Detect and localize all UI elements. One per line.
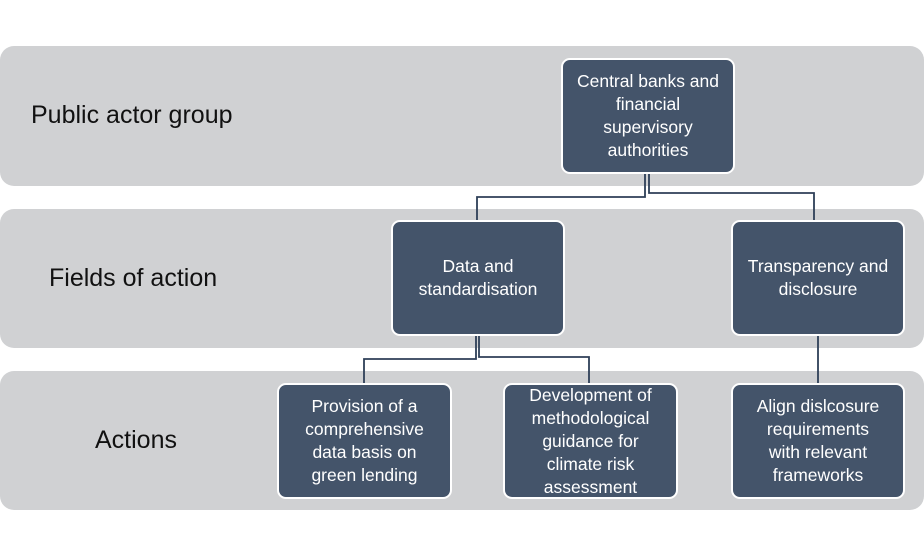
node-methodological-guidance: Development of methodological guidance f… — [503, 383, 678, 499]
row-label-fields-of-action: Fields of action — [49, 264, 218, 292]
row-label-public-actor-group: Public actor group — [31, 101, 233, 129]
connector-root-to-transparency — [648, 174, 815, 222]
node-provision-data-basis: Provision of a comprehensive data basis … — [277, 383, 452, 499]
row-band-public-actor-group — [0, 46, 924, 186]
connector-data-to-methodology — [478, 336, 590, 385]
node-data-standardisation-label: Data and standardisation — [418, 256, 538, 299]
node-transparency-disclosure: Transparency and disclosure — [731, 220, 905, 336]
node-transparency-disclosure-label: Transparency and disclosure — [747, 256, 889, 299]
connector-root-to-data — [476, 174, 646, 222]
node-central-banks-label: Central banks and financial supervisory … — [576, 71, 720, 160]
row-label-actions: Actions — [95, 426, 177, 454]
node-data-standardisation: Data and standardisation — [391, 220, 565, 336]
node-methodological-guidance-label: Development of methodological guidance f… — [529, 384, 652, 497]
node-provision-data-basis-label: Provision of a comprehensive data basis … — [305, 396, 424, 485]
node-align-disclosure: Align dislcosure requirements with relev… — [731, 383, 905, 499]
node-central-banks: Central banks and financial supervisory … — [561, 58, 735, 174]
node-align-disclosure-label: Align dislcosure requirements with relev… — [756, 396, 880, 485]
connector-data-to-provision — [363, 336, 477, 385]
